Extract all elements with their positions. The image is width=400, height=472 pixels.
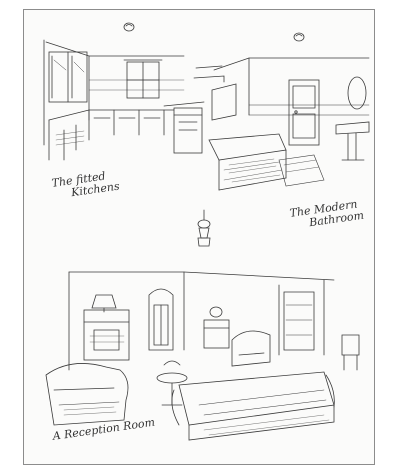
- bathroom-sketch: [208, 57, 370, 191]
- center-pendant-lamp: [197, 209, 211, 247]
- kitchen-ceiling-lamp: [123, 22, 135, 32]
- reception-room-sketch: [45, 271, 360, 441]
- sketch-illustration: [43, 22, 370, 441]
- sketch-hatching: [55, 130, 330, 436]
- bathroom-ceiling-lamp: [293, 32, 305, 42]
- kitchen-sketch: [43, 39, 225, 161]
- illustration-frame: The fitted Kitchens The Modern Bathroom …: [23, 9, 375, 465]
